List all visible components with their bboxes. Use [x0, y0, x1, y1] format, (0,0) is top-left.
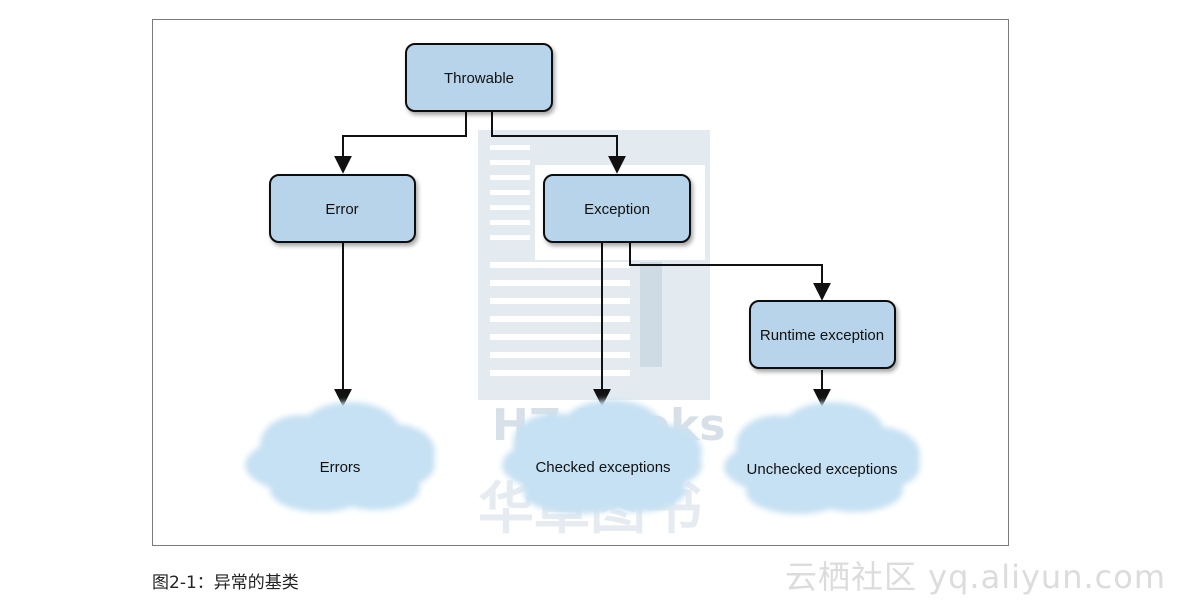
node-error-label: Error — [325, 201, 358, 218]
node-runtime-exception: Runtime exception — [749, 300, 896, 369]
cloud-label-errors: Errors — [320, 459, 361, 476]
site-watermark: 云栖社区 yq.aliyun.com — [785, 558, 1167, 596]
cloud-errors — [245, 402, 435, 512]
figure-caption: 图2-1：异常的基类 — [152, 573, 299, 593]
connectors — [334, 112, 831, 407]
node-exception: Exception — [543, 174, 691, 243]
cloud-unchecked-exceptions — [724, 402, 920, 514]
node-throwable-label: Throwable — [444, 70, 514, 87]
node-throwable: Throwable — [405, 43, 553, 112]
cloud-label-unchecked: Unchecked exceptions — [747, 461, 898, 478]
arrow-throwable-error — [334, 112, 467, 174]
node-runtime-exception-label: Runtime exception — [760, 327, 884, 344]
cloud-checked-exceptions — [502, 400, 702, 514]
arrow-throwable-exception — [491, 112, 626, 174]
arrow-exception-runtime — [629, 243, 831, 301]
cloud-label-checked: Checked exceptions — [535, 459, 670, 476]
node-error: Error — [269, 174, 416, 243]
node-exception-label: Exception — [584, 201, 650, 218]
